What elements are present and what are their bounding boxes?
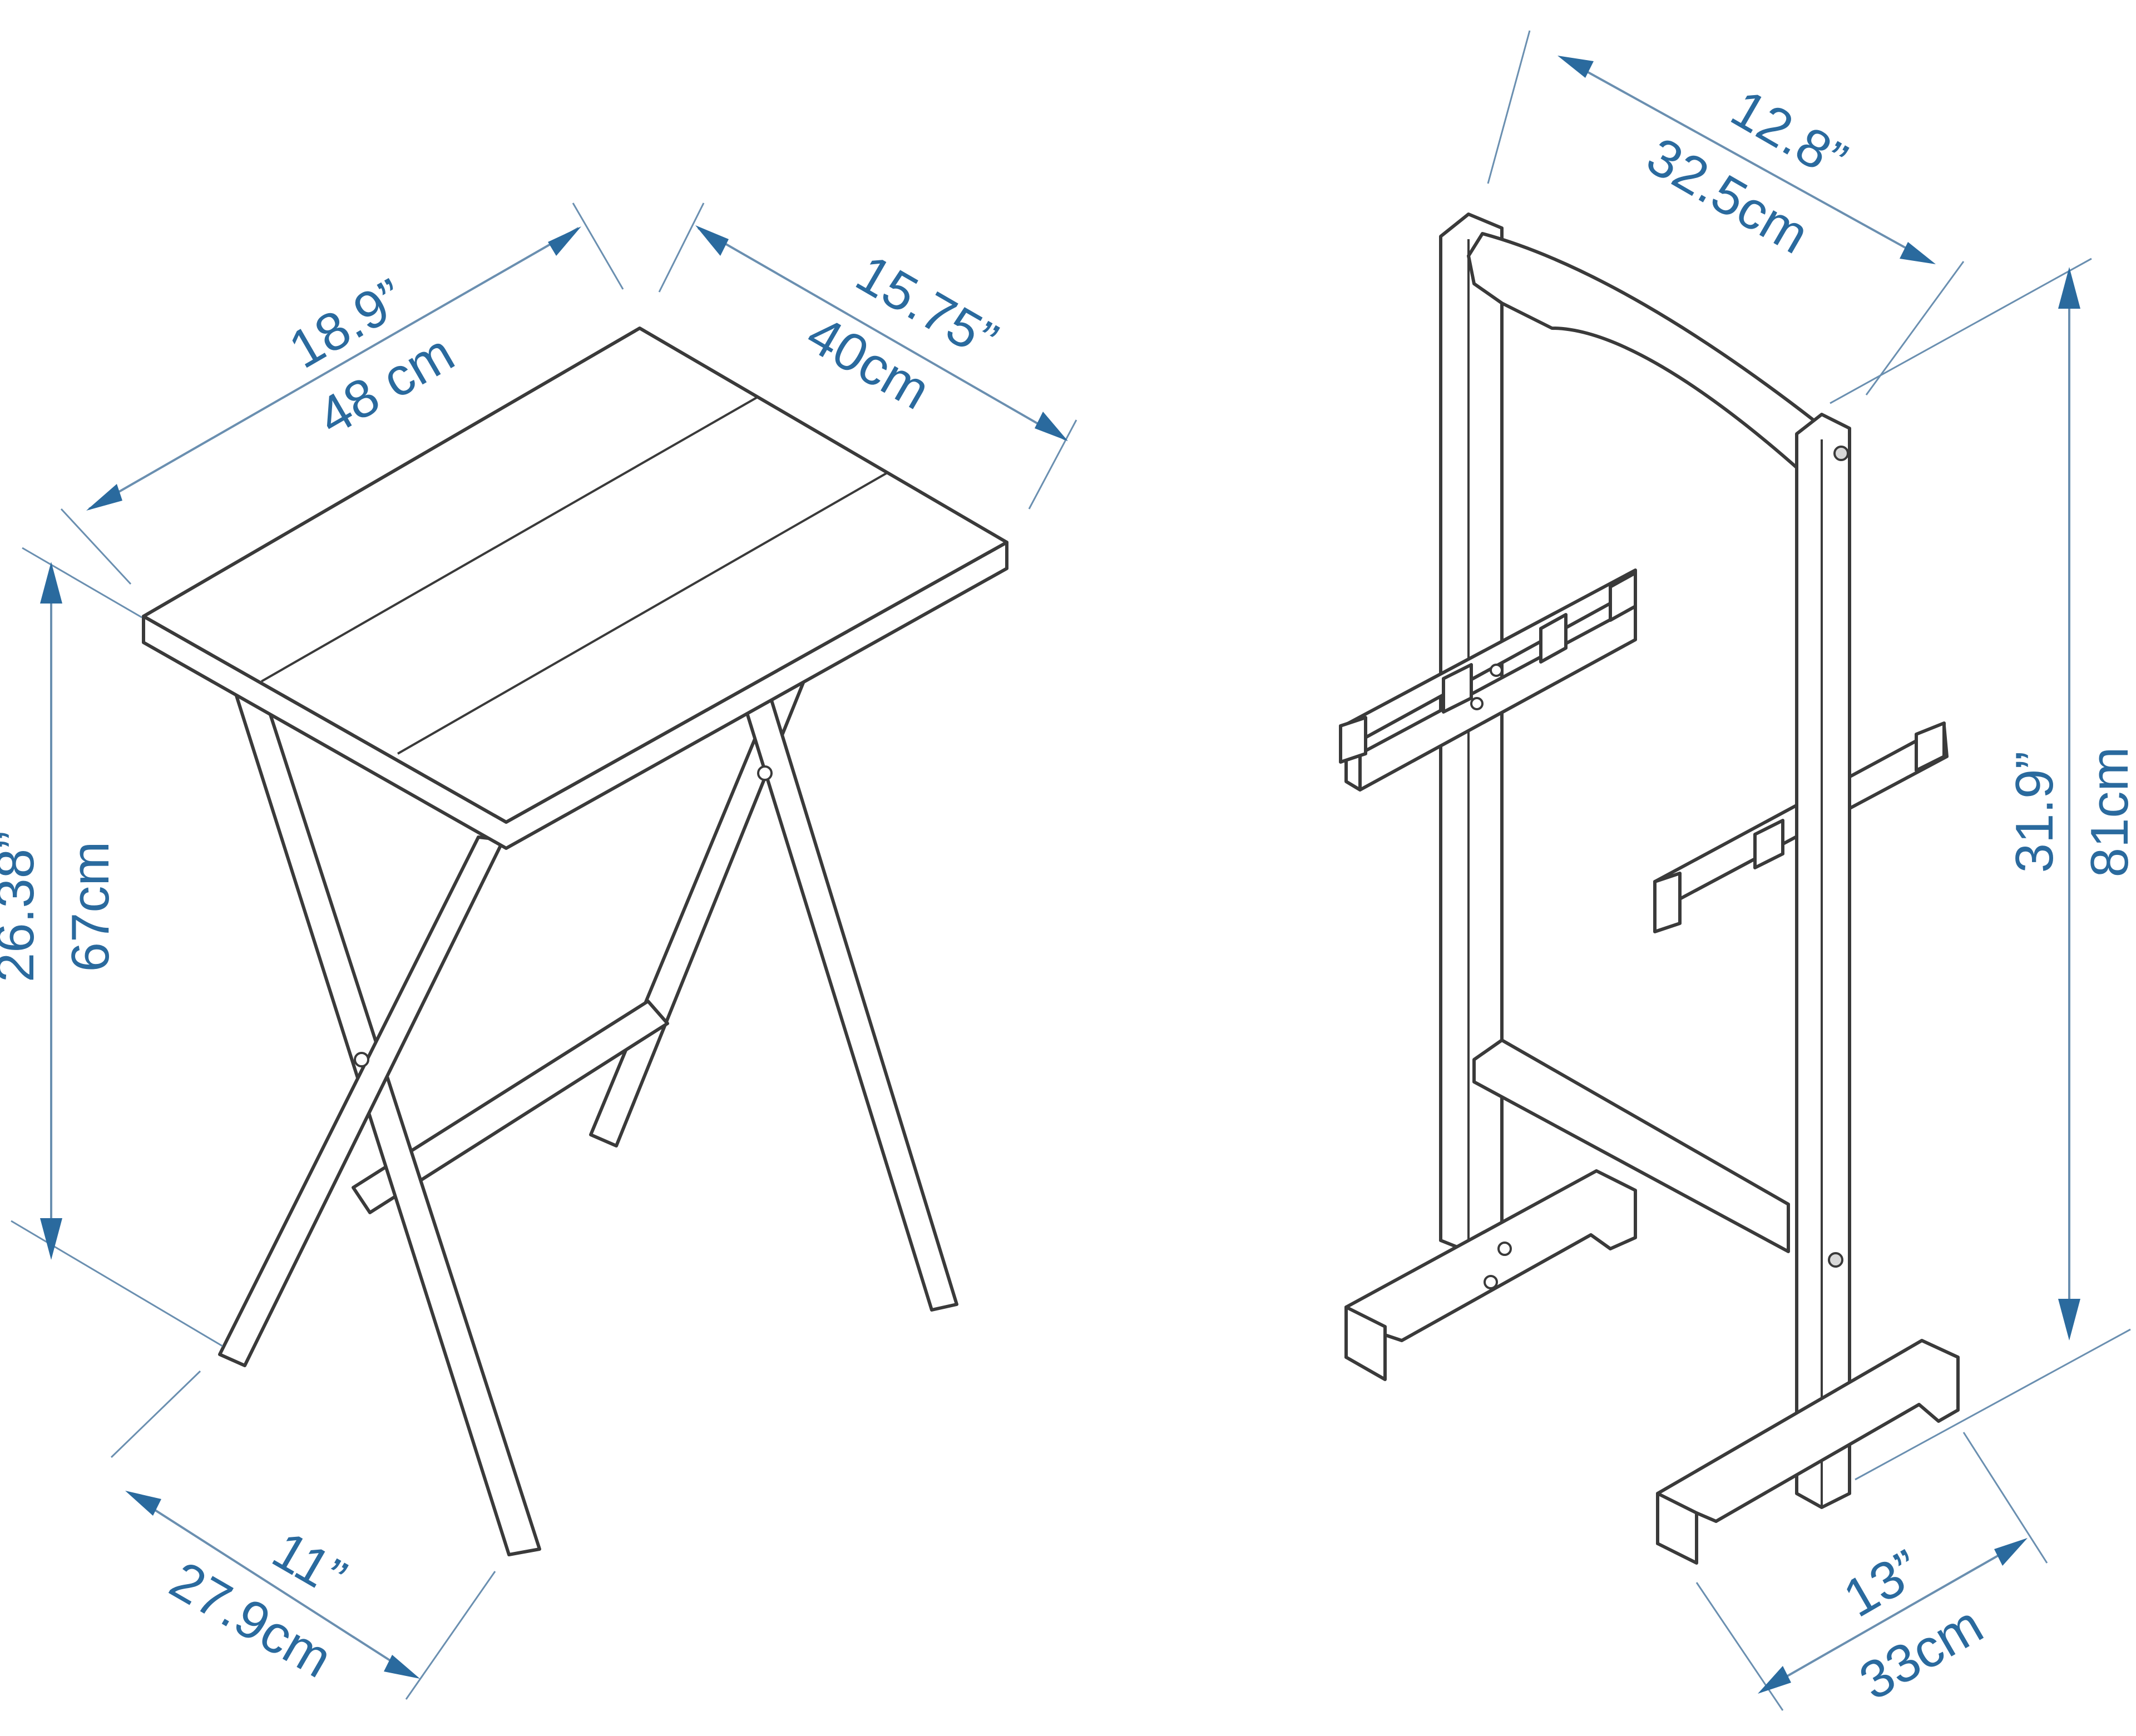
- stand-base-line: [1766, 1542, 2020, 1689]
- table-depth-line: [698, 227, 1066, 441]
- table-height-imperial: 26.38”: [0, 831, 45, 982]
- table-width-line: [88, 227, 579, 510]
- hinge-bolt: [354, 1052, 369, 1067]
- screw: [1833, 446, 1849, 461]
- stand-drawing: [1339, 212, 1960, 1565]
- stand-hanger-arm-left: [1339, 568, 1637, 792]
- table-leg-front-right: [218, 835, 505, 1367]
- table-crossbar: [352, 1000, 669, 1214]
- stand-front-upright: [1795, 413, 1851, 1509]
- stand-base-imperial: 13”: [1834, 1539, 1931, 1629]
- stand-height-imperial: 31.9”: [2005, 751, 2064, 873]
- table-foot-line: [132, 1495, 413, 1675]
- stand-height-metric: 81cm: [2080, 747, 2136, 878]
- arrow-head: [548, 226, 581, 256]
- screw: [1828, 1252, 1843, 1268]
- table-top-groove: [397, 472, 888, 755]
- table-top-surface: [142, 327, 1008, 824]
- table-height-metric: 67cm: [61, 842, 120, 972]
- stand-width-line: [1563, 57, 1931, 263]
- table-drawing: [142, 327, 1008, 1556]
- stand-lower-crossbar: [1472, 1038, 1790, 1253]
- hinge-bolt: [757, 765, 773, 781]
- arrow-head: [86, 484, 122, 511]
- stand-top-arch: [1467, 232, 1815, 472]
- table-top-groove: [261, 397, 757, 682]
- table-foot-imperial: 11”: [263, 1520, 356, 1608]
